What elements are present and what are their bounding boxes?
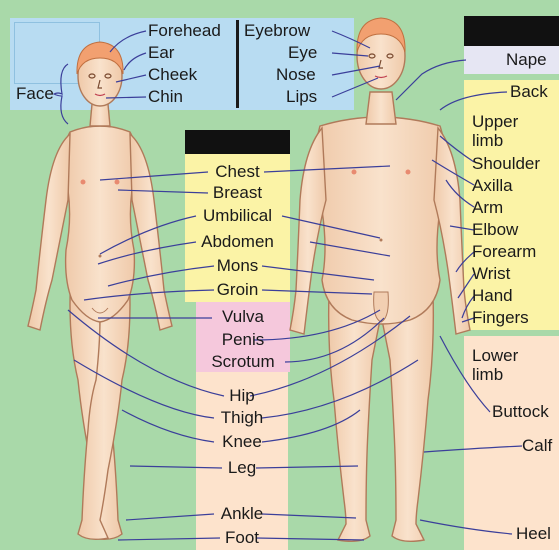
label-abdomen: Abdomen (185, 232, 290, 252)
label-buttock: Buttock (492, 402, 549, 422)
label-upper-limb: Upper limb (472, 112, 528, 150)
label-nose: Nose (276, 65, 316, 85)
label-shoulder: Shoulder (472, 154, 540, 174)
label-cheek: Cheek (148, 65, 197, 85)
label-forearm: Forearm (472, 242, 536, 262)
label-vulva: Vulva (196, 307, 290, 327)
label-nape: Nape (506, 50, 547, 70)
label-hip: Hip (196, 386, 288, 406)
label-elbow: Elbow (472, 220, 518, 240)
label-umbilical: Umbilical (185, 206, 290, 226)
label-wrist: Wrist (472, 264, 510, 284)
label-chin: Chin (148, 87, 183, 107)
label-penis: Penis (196, 330, 290, 350)
label-breast: Breast (185, 183, 290, 203)
label-chest: Chest (185, 162, 290, 182)
label-axilla: Axilla (472, 176, 513, 196)
label-foot: Foot (196, 528, 288, 548)
label-leg: Leg (196, 458, 288, 478)
label-thigh: Thigh (196, 408, 288, 428)
label-groin: Groin (185, 280, 290, 300)
label-lower-limb: Lower limb (472, 346, 528, 384)
label-hand: Hand (472, 286, 513, 306)
label-calf: Calf (522, 436, 552, 456)
label-eye: Eye (288, 43, 317, 63)
label-face: Face (16, 84, 54, 104)
label-ear: Ear (148, 43, 174, 63)
label-heel: Heel (516, 524, 551, 544)
label-mons: Mons (185, 256, 290, 276)
label-arm: Arm (472, 198, 503, 218)
label-eyebrow: Eyebrow (244, 21, 310, 41)
label-back: Back (510, 82, 548, 102)
label-lips: Lips (286, 87, 317, 107)
label-knee: Knee (196, 432, 288, 452)
label-forehead: Forehead (148, 21, 221, 41)
label-ankle: Ankle (196, 504, 288, 524)
label-scrotum: Scrotum (196, 352, 290, 372)
label-fingers: Fingers (472, 308, 529, 328)
